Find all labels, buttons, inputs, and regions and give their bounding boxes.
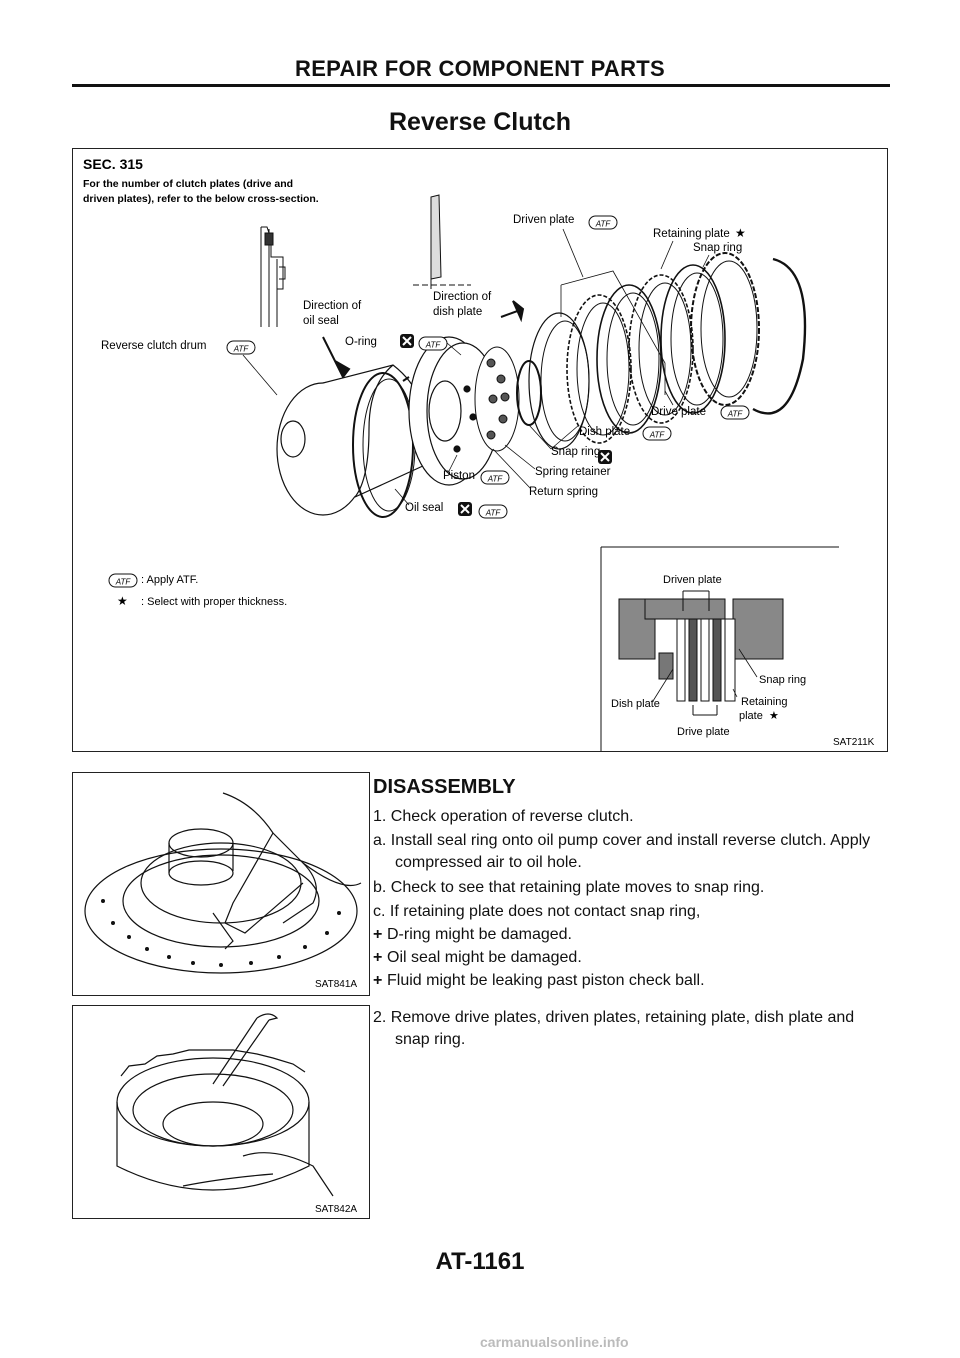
sec-number: SEC. 315 [83,156,143,172]
step-1: 1. Check operation of reverse clutch. [373,808,634,825]
label-driven-plate: Driven plate [513,214,574,226]
bullet-item-1: +D-ring might be damaged. [373,924,572,946]
clutch-plates-stack [566,252,760,444]
watermark: carmanualsonline.info [480,1334,629,1350]
cs-dish-plate: Dish plate [611,698,660,710]
label-piston: Piston [443,470,475,482]
snap-ring-large [752,257,807,415]
main-figure: ATF SEC. 315 For the number of clutch pl… [72,148,888,752]
arrow-dish-plate [500,300,525,323]
bullet-icon: + [373,972,383,989]
reverse-clutch-exploded-diagram: ATF SEC. 315 For the number of clutch pl… [83,156,875,751]
bullet-icon: + [373,949,383,966]
figure-code-842: SAT842A [315,1204,357,1215]
label-spring-retainer: Spring retainer [535,466,611,478]
remove-plates-illustration: SAT842A [116,1013,357,1215]
cs-star-icon: ★ [769,710,779,722]
cs-snap-ring: Snap ring [759,674,806,686]
label-drive-plate: Drive plate [651,406,706,418]
figure-code-841: SAT841A [315,979,357,990]
oil-seal-direction-sketch [260,226,286,327]
label-direction-dish-1: Direction of [433,291,492,303]
return-spring-drawing [474,346,520,452]
label-dish-plate: Dish plate [579,426,630,438]
cs-retaining-2: plate [739,710,763,722]
label-oil-seal: Oil seal [405,502,443,514]
label-o-ring: O-ring [345,336,377,348]
label-reverse-clutch-drum: Reverse clutch drum [101,340,206,352]
legend-select-thickness: : Select with proper thickness. [141,596,287,608]
bullet-icon: + [373,926,383,943]
arrow-oil-seal [322,336,351,379]
step-2: 2. Remove drive plates, driven plates, r… [373,1009,855,1048]
label-direction-oil-seal-2: oil seal [303,315,339,327]
cs-retaining-1: Retaining [741,696,787,708]
header-rule [72,84,890,87]
label-return-spring: Return spring [529,486,598,498]
star-retaining: ★ [735,226,746,240]
cs-drive-plate: Drive plate [677,726,730,738]
label-direction-dish-2: dish plate [433,306,482,318]
legend-star-icon: ★ [117,594,128,608]
reverse-clutch-drum-drawing [276,364,429,516]
note-line-2: driven plates), refer to the below cross… [83,193,319,205]
label-snap-ring-top: Snap ring [693,242,742,254]
page-header-title: REPAIR FOR COMPONENT PARTS [295,56,665,81]
disassembly-heading: DISASSEMBLY [373,776,516,798]
cross-section-inset [600,546,839,751]
step-1c: c. If retaining plate does not contact s… [373,903,701,920]
figure-code: SAT211K [833,737,875,748]
cs-driven-plate: Driven plate [663,574,722,586]
section-title: Reverse Clutch [388,108,572,136]
figure-sat842a: SAT842A [72,1005,370,1219]
page-number: AT-1161 [435,1248,525,1275]
clutch-air-check-illustration: SAT841A [84,792,362,990]
step-1a: a. Install seal ring onto oil pump cover… [373,832,871,871]
bullet-item-2: +Oil seal might be damaged. [373,947,582,969]
label-direction-oil-seal-1: Direction of [303,300,362,312]
figure-sat841a: SAT841A [72,772,370,996]
bullet-item-3: +Fluid might be leaking past piston chec… [373,970,705,992]
label-snap-ring-mid: Snap ring [551,446,600,458]
label-retaining-plate: Retaining plate [653,228,730,240]
dish-plate-direction-sketch [413,194,471,289]
note-line-1: For the number of clutch plates (drive a… [83,178,293,190]
step-1b: b. Check to see that retaining plate mov… [373,879,765,896]
legend-apply-atf: : Apply ATF. [141,574,198,586]
